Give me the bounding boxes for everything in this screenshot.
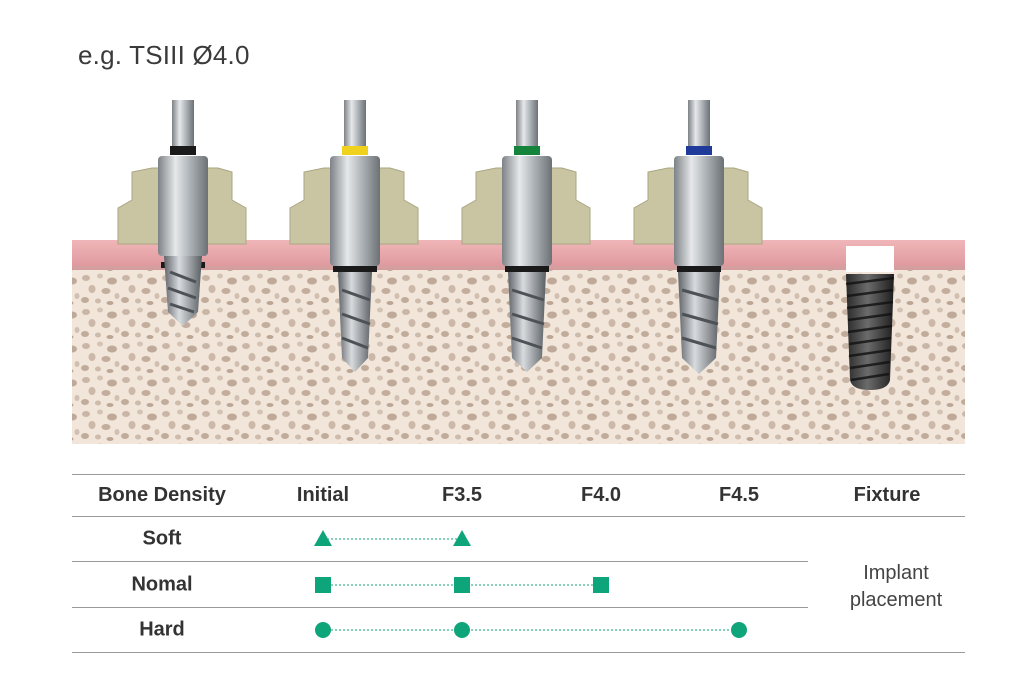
circle-marker-hard-f35: [454, 622, 470, 638]
square-marker-nomal-f35: [454, 577, 470, 593]
sequence-markers: [314, 530, 747, 638]
implant-fixture: [845, 246, 895, 390]
note-line-2: placement: [849, 589, 943, 611]
circle-marker-hard-initial: [315, 622, 331, 638]
triangle-marker-soft-initial: [314, 530, 332, 546]
header-f40: F4.0: [580, 484, 622, 506]
drilling-illustration: [72, 100, 965, 444]
note-line-1: Implant: [863, 562, 929, 584]
table-bottom-rule: [72, 652, 965, 653]
drill-f40: [461, 100, 591, 372]
drill-f45: [633, 100, 763, 374]
drill-initial: [117, 100, 247, 326]
header-initial: Initial: [296, 484, 350, 506]
row-label-hard: Hard: [139, 618, 185, 641]
row-divider-1: [72, 561, 808, 562]
header-f35: F3.5: [441, 484, 483, 506]
row-label-soft: Soft: [142, 527, 182, 550]
square-marker-nomal-initial: [315, 577, 331, 593]
triangle-marker-soft-f35: [453, 530, 471, 546]
header-f45: F4.5: [718, 484, 760, 506]
header-rule: [72, 516, 965, 517]
implant-placement-note: Implant placement: [836, 560, 956, 614]
square-marker-nomal-f40: [593, 577, 609, 593]
circle-marker-hard-f45: [731, 622, 747, 638]
row-divider-2: [72, 607, 808, 608]
diagram-title: e.g. TSIII Ø4.0: [78, 40, 250, 70]
table-top-rule: [72, 474, 965, 475]
drilling-protocol-table: Bone Density Initial F3.5 F4.0 F4.5 Fixt…: [72, 474, 965, 654]
row-label-normal: Nomal: [131, 573, 193, 596]
header-fixture: Fixture: [853, 484, 921, 506]
header-bone-density: Bone Density: [98, 484, 226, 506]
drill-f35: [289, 100, 419, 372]
